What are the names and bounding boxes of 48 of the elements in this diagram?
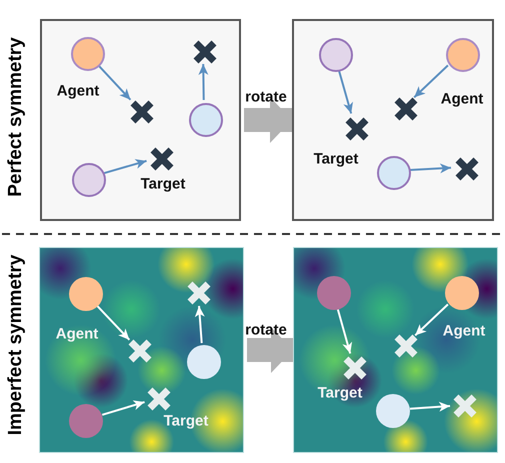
target-cross: [147, 387, 171, 411]
target-cross: [345, 117, 369, 141]
text-label: Target: [314, 150, 358, 168]
agent-circle: [69, 404, 103, 438]
text-label: Agent: [442, 322, 486, 340]
arrow: [98, 64, 132, 100]
arrow: [198, 64, 208, 100]
edge-label: rotate: [245, 322, 287, 338]
arrow: [413, 64, 449, 98]
arrow: [336, 309, 352, 354]
target-cross: [394, 334, 418, 358]
arrow: [410, 402, 450, 412]
agent-circle: [72, 163, 106, 197]
arrow: [102, 400, 145, 416]
arrow: [96, 305, 130, 341]
agent-circle: [317, 276, 351, 310]
arrow: [410, 163, 452, 174]
row-label: Perfect symmetry: [5, 37, 27, 197]
target-cross: [394, 97, 418, 121]
agent-circle: [187, 345, 221, 379]
arrow: [104, 159, 147, 174]
plot-panel: [292, 19, 494, 221]
row-label: Imperfect symmetry: [5, 254, 27, 436]
arrow: [194, 306, 205, 344]
target-cross: [128, 339, 152, 363]
arrow: [338, 70, 353, 114]
target-cross: [453, 394, 477, 418]
target-cross: [193, 40, 217, 64]
heatmap-panel: [39, 247, 244, 453]
heatmap-panel: [293, 247, 498, 453]
text-label: Agent: [440, 90, 484, 108]
agent-circle: [189, 103, 223, 137]
target-cross: [130, 100, 154, 124]
text-label: Target: [140, 176, 186, 192]
plot-panel: [40, 19, 241, 221]
text-label: Agent: [56, 326, 98, 342]
agent-circle: [377, 156, 411, 190]
target-cross: [455, 157, 479, 181]
agent-circle: [319, 38, 353, 72]
target-cross: [343, 356, 367, 380]
agent-circle: [376, 394, 410, 428]
target-cross: [187, 281, 211, 305]
arrow: [414, 304, 449, 336]
edge-label: rotate: [245, 88, 287, 106]
text-label: Agent: [56, 82, 100, 100]
text-label: Target: [318, 384, 362, 402]
block-arrow: [247, 327, 293, 373]
target-cross: [150, 147, 174, 171]
